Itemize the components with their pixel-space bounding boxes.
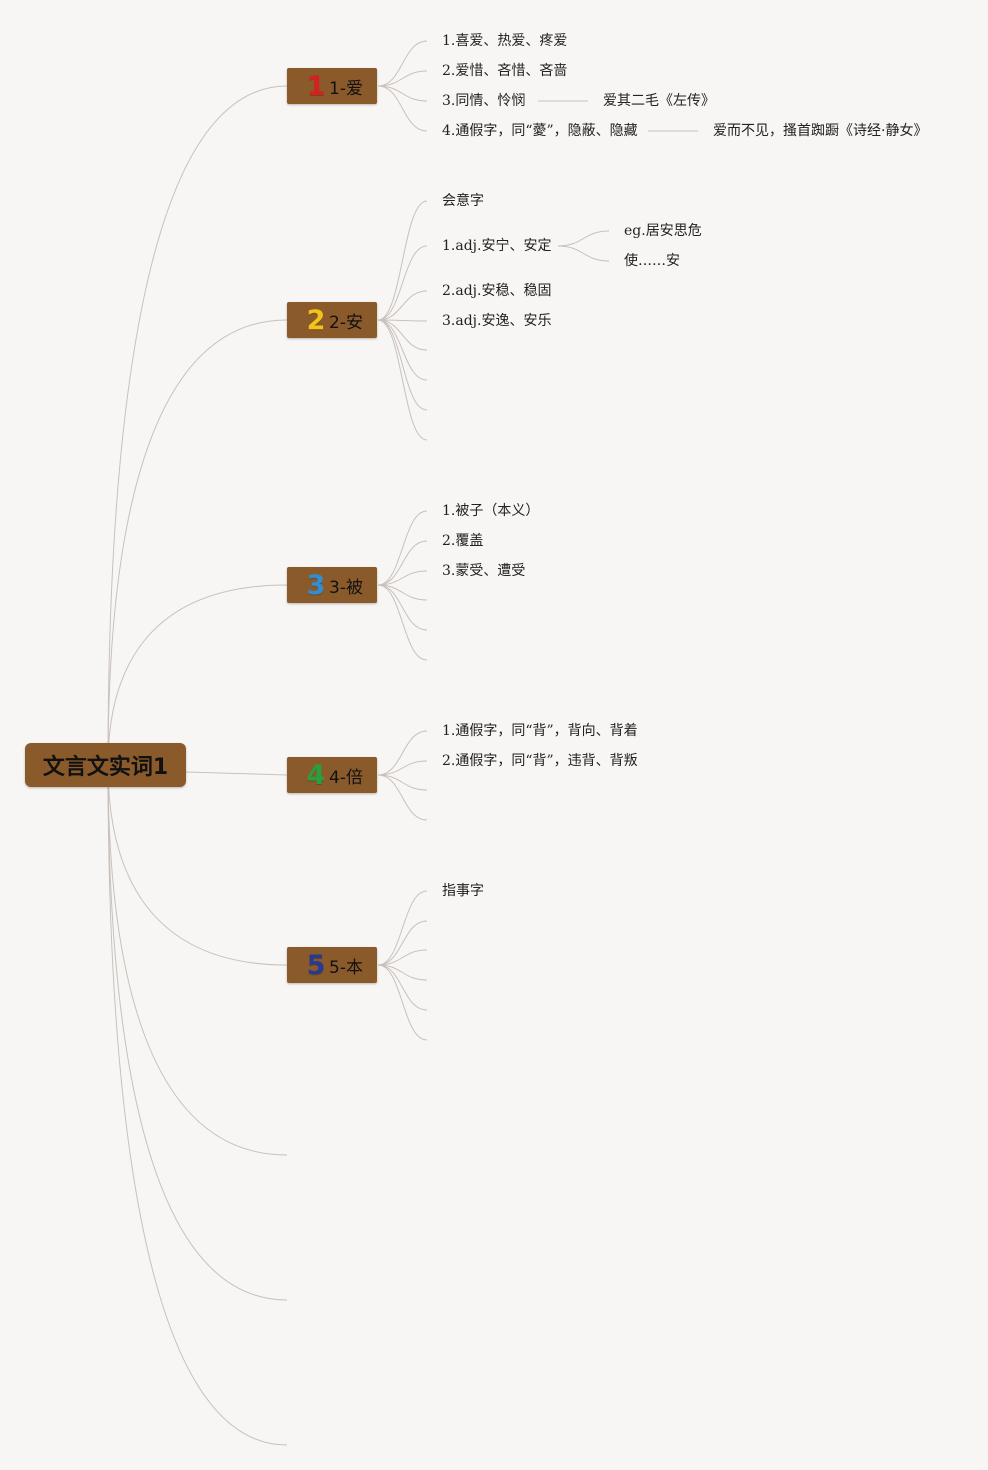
connector-line: [377, 290, 428, 321]
connector-line: [107, 85, 288, 766]
branch-bei[interactable]: 3 3-被: [287, 567, 377, 603]
connector-line: [377, 319, 428, 322]
branch-an[interactable]: 2 2-安: [287, 302, 377, 338]
branch-label: 3-被: [329, 577, 363, 598]
number-4-icon: 4: [306, 759, 326, 791]
root-topic-label: 文言文实词1: [42, 755, 169, 780]
connector-line: [377, 540, 428, 586]
leaf-topic[interactable]: 1.adj.安宁、安定: [442, 238, 552, 254]
connector-line: [377, 964, 428, 1011]
connector-line: [557, 245, 610, 262]
connector-line: [377, 70, 428, 87]
leaf-topic[interactable]: 2.爱惜、吝惜、吝啬: [442, 63, 568, 79]
leaf-topic[interactable]: 2.通假字，同“背”，违背、背叛: [442, 753, 638, 769]
number-2-icon: 2: [306, 304, 326, 336]
connector-line: [377, 200, 428, 321]
connector-line: [107, 764, 288, 1156]
connector-line: [377, 319, 428, 411]
leaf-topic[interactable]: 2.adj.安稳、稳固: [442, 283, 552, 299]
connector-line: [557, 230, 610, 247]
leaf-topic[interactable]: 4.通假字，同“薆”，隐蔽、隐藏: [442, 123, 638, 139]
example-topic[interactable]: 爱而不见，搔首踟蹰《诗经·静女》: [713, 123, 928, 139]
leaf-topic[interactable]: 指事字: [442, 883, 484, 899]
leaf-topic[interactable]: 3.adj.安逸、安乐: [442, 313, 552, 329]
connector-line: [377, 85, 428, 132]
leaf-topic[interactable]: 1.喜爱、热爱、疼爱: [442, 33, 568, 49]
root-topic[interactable]: 文言文实词1: [25, 743, 186, 787]
connector-line: [107, 319, 288, 766]
leaf-topic[interactable]: 会意字: [442, 193, 484, 209]
connector-line: [107, 584, 288, 766]
connector-line: [377, 245, 428, 321]
sub-topic[interactable]: eg.居安思危: [624, 223, 702, 239]
connector-line: [377, 730, 428, 776]
connector-line: [107, 764, 288, 1446]
connector-line: [377, 760, 428, 776]
leaf-topic[interactable]: 1.通假字，同“背”，背向、背着: [442, 723, 638, 739]
connector-line: [377, 920, 428, 966]
branch-label: 5-本: [329, 957, 363, 978]
connector-line: [377, 40, 428, 87]
sub-topic[interactable]: 使……安: [624, 253, 680, 269]
connector-line: [107, 764, 288, 966]
number-5-icon: 5: [306, 949, 326, 981]
example-topic[interactable]: 爱其二毛《左传》: [603, 93, 715, 109]
leaf-topic[interactable]: 3.同情、怜悯: [442, 93, 526, 109]
connector-line: [377, 584, 428, 631]
branch-label: 2-安: [329, 312, 363, 333]
connector-line: [377, 774, 428, 821]
connector-line: [377, 319, 428, 441]
connector-line: [377, 319, 428, 381]
leaf-topic[interactable]: 3.蒙受、遭受: [442, 563, 526, 579]
branch-ai[interactable]: 1 1-爱: [287, 68, 377, 104]
connector-line: [377, 964, 428, 1041]
branch-bei-double[interactable]: 4 4-倍: [287, 757, 377, 793]
connector-line: [107, 764, 288, 1301]
number-1-icon: 1: [306, 70, 326, 102]
connector-line: [377, 774, 428, 791]
connector-line: [377, 949, 428, 966]
branch-label: 4-倍: [329, 767, 363, 788]
leaf-topic[interactable]: 2.覆盖: [442, 533, 484, 549]
connector-line: [377, 319, 428, 351]
connector-line: [377, 85, 428, 102]
connector-line: [185, 771, 288, 776]
connector-line: [377, 510, 428, 586]
number-3-icon: 3: [306, 569, 326, 601]
branch-label: 1-爱: [329, 78, 363, 99]
connector-line: [377, 570, 428, 586]
connector-line: [377, 890, 428, 966]
leaf-topic[interactable]: 1.被子（本义）: [442, 503, 540, 519]
connector-line: [377, 584, 428, 661]
branch-ben[interactable]: 5 5-本: [287, 947, 377, 983]
